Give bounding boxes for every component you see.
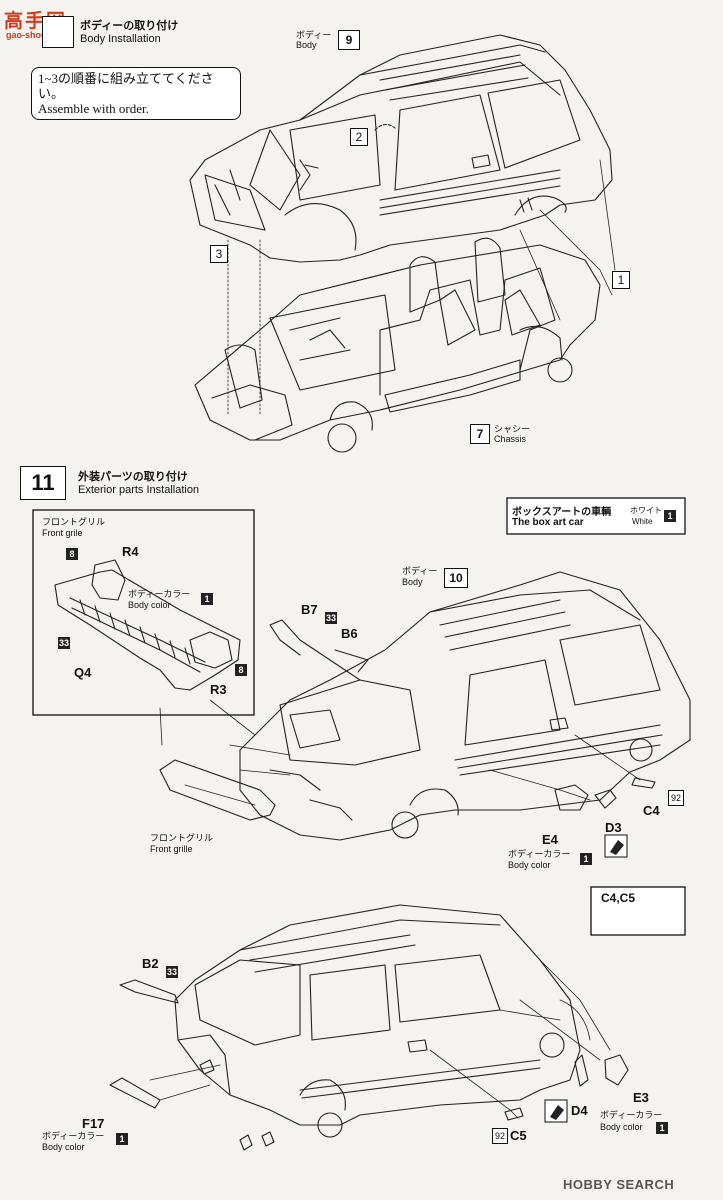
body-label-en: Body — [296, 40, 317, 50]
step10-title-en: Body Installation — [80, 33, 161, 45]
front-grille-inset-frame — [32, 509, 255, 716]
inset-num-8: 8 — [66, 548, 78, 560]
step11-number: 11 — [20, 466, 66, 500]
c4-c5-label: C4,C5 — [601, 891, 636, 905]
hobby-search-text: HOBBY SEARCH — [563, 1177, 675, 1192]
body-shell-drawing — [189, 34, 613, 263]
box-art-frame — [506, 497, 686, 535]
body10-part-number: 10 — [444, 568, 468, 588]
body10-label-en: Body — [402, 577, 423, 587]
part-q4: Q4 — [74, 665, 92, 680]
part-b6: B6 — [341, 626, 358, 641]
b7-num-33: 33 — [325, 612, 337, 624]
chassis-label-jp: シャシー — [494, 424, 531, 434]
rear-car-drawing — [109, 904, 629, 1151]
step10-number-box — [42, 16, 74, 48]
chassis-part-number: 7 — [470, 424, 490, 444]
hobby-search-logo: HOBBY SEARCH — [563, 1176, 674, 1194]
c5-num-92: 92 — [492, 1128, 508, 1144]
part-r4: R4 — [122, 544, 139, 559]
inset-color-en: Body color — [128, 600, 171, 610]
step11-title-en: Exterior parts Installation — [78, 484, 200, 496]
part-c4: C4 — [643, 803, 660, 818]
inset-num-8b: 8 — [235, 664, 247, 676]
f17-color-num: 1 — [116, 1133, 128, 1145]
inset-color-num: 1 — [201, 593, 213, 605]
inset-color-jp: ボディーカラー — [128, 589, 191, 599]
chassis-label-en: Chassis — [494, 434, 527, 444]
boxart-white-en: White — [632, 517, 653, 526]
part-r3: R3 — [210, 682, 227, 697]
part-b7: B7 — [301, 602, 318, 617]
f17-color-jp: ボディーカラー — [42, 1131, 105, 1141]
part-f17: F17 — [82, 1116, 105, 1131]
part-d4: D4 — [571, 1103, 588, 1118]
decal-icons — [544, 834, 668, 1123]
c4-c5-decal-frame — [590, 886, 686, 936]
f17-color-en: Body color — [42, 1142, 85, 1152]
step-2-marker: 2 — [350, 128, 368, 146]
part-c5: C5 — [510, 1128, 527, 1143]
part-e3: E3 — [633, 1090, 649, 1105]
part-d3: D3 — [605, 820, 622, 835]
part-b2: B2 — [142, 956, 159, 971]
note-en: Assemble with order. — [38, 101, 149, 116]
step-1-marker: 1 — [612, 271, 630, 289]
body-label-jp: ボディー — [296, 30, 332, 40]
assembly-order-note: 1~3の順番に組み立ててください。 Assemble with order. — [31, 67, 241, 120]
body-part-number: 9 — [338, 30, 360, 50]
inset-title-en: Front grile — [42, 528, 83, 538]
watermark-url: gao-shou.com — [6, 30, 68, 40]
inset-num-33: 33 — [58, 637, 70, 649]
front-car-drawing — [159, 571, 691, 841]
step10-title-jp: ボディーの取り付け — [80, 20, 179, 32]
boxart-white-jp: ホワイト — [630, 506, 662, 515]
boxart-title-en: The box art car — [512, 517, 584, 528]
step11-title-jp: 外装パーツの取り付け — [78, 471, 188, 483]
e3-color-en: Body color — [600, 1122, 643, 1132]
b2-num-33: 33 — [166, 966, 178, 978]
note-jp: 1~3の順番に組み立ててください。 — [38, 71, 214, 101]
e3-color-num: 1 — [656, 1122, 668, 1134]
front-grille-label-en: Front grille — [150, 844, 193, 854]
e4-color-jp: ボディーカラー — [508, 849, 571, 859]
boxart-white-num: 1 — [664, 510, 676, 522]
front-grille-label-jp: フロントグリル — [150, 833, 214, 843]
c4-num-92: 92 — [668, 790, 684, 806]
chassis-drawing — [194, 237, 601, 453]
e4-color-num: 1 — [580, 853, 592, 865]
e4-color-en: Body color — [508, 860, 551, 870]
part-e4: E4 — [542, 832, 558, 847]
body10-label-jp: ボディー — [402, 566, 438, 576]
front-grille-parts-drawing — [54, 559, 241, 691]
step-3-marker: 3 — [210, 245, 228, 263]
inset-title-jp: フロントグリル — [42, 517, 106, 527]
boxart-title-jp: ボックスアートの車輌 — [512, 507, 612, 518]
e3-color-jp: ボディーカラー — [600, 1110, 663, 1120]
